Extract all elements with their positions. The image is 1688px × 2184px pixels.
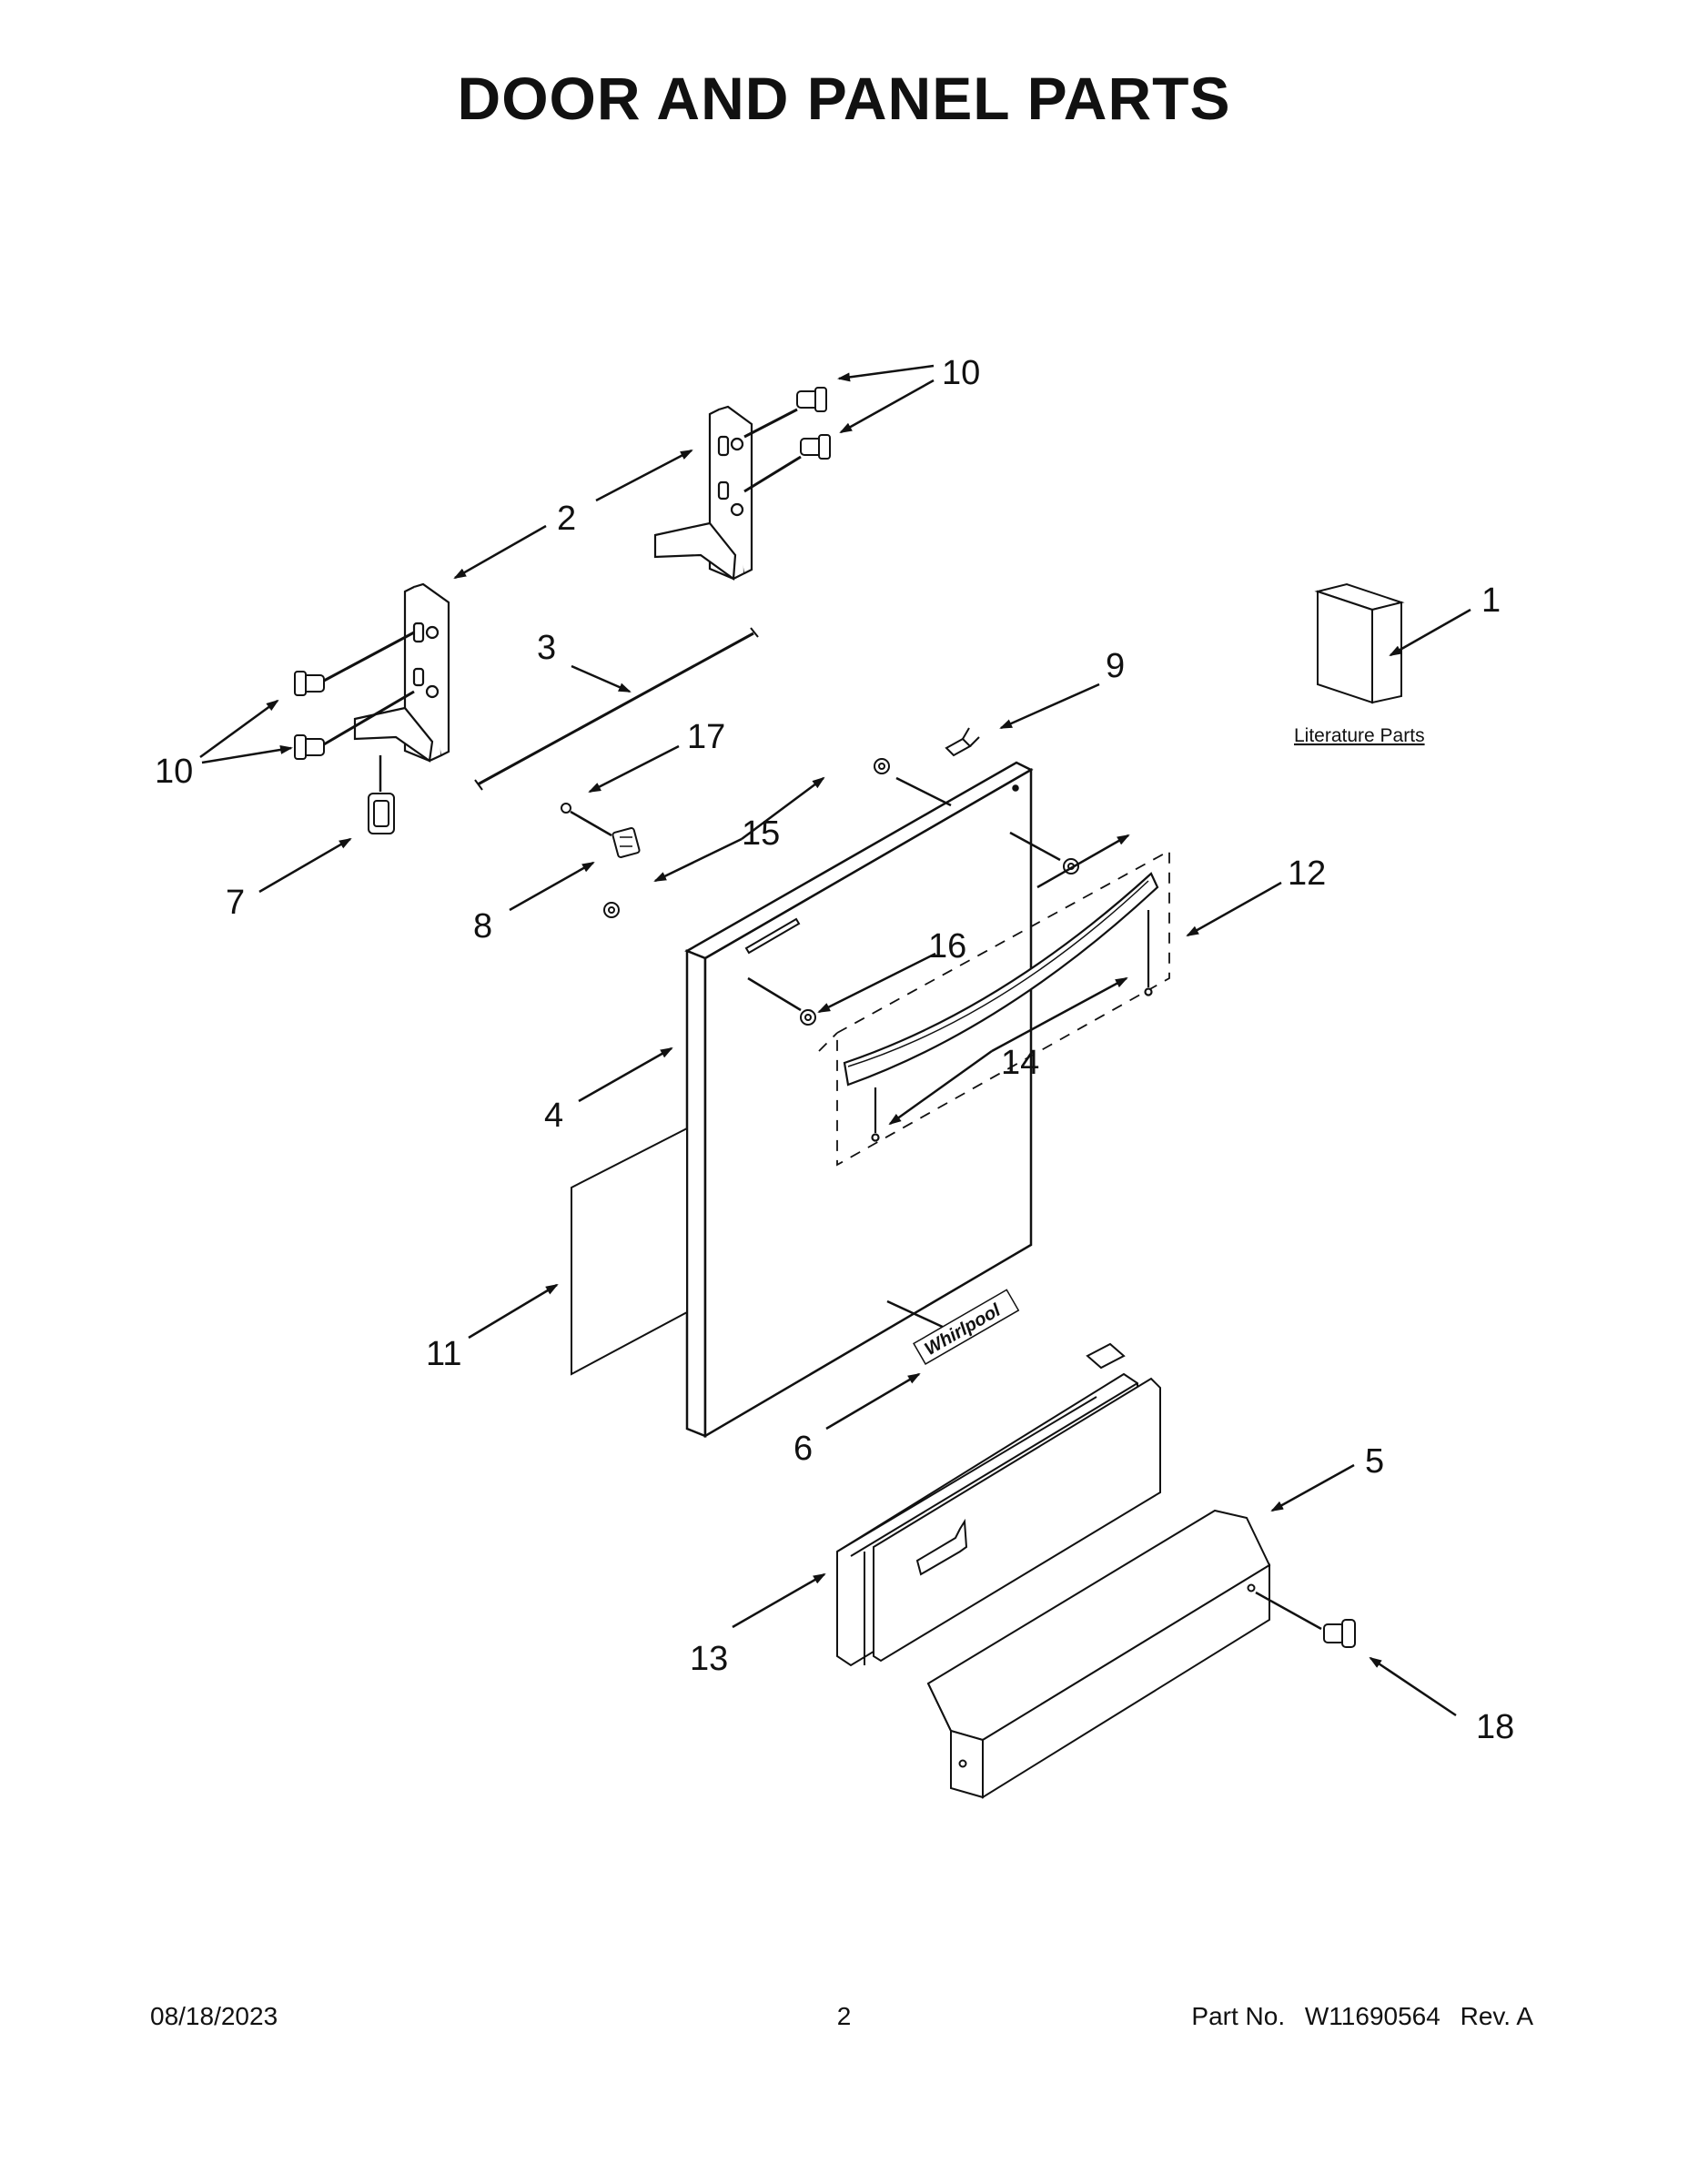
footer-revision: Rev. A [1460, 2002, 1533, 2030]
toe-panel-screw [1255, 1591, 1356, 1648]
door-handle [818, 849, 1170, 1167]
hinge-cap [368, 755, 395, 834]
inner-toe-panel [836, 1342, 1161, 1667]
callout-2: 2 [557, 500, 576, 538]
literature-parts-label: Literature Parts [1294, 725, 1425, 746]
hinge-screws-lower [294, 631, 415, 760]
callout-5: 5 [1365, 1442, 1384, 1481]
callout-11: 11 [426, 1335, 461, 1373]
toe-panel [926, 1509, 1271, 1799]
hinge-screws-upper [743, 387, 831, 493]
callout-7: 7 [226, 884, 245, 922]
hinge-bracket-upper [653, 405, 753, 581]
door-switch [945, 727, 980, 757]
callout-18: 18 [1476, 1708, 1514, 1746]
callout-17: 17 [687, 718, 725, 756]
hinge-bracket-lower [353, 582, 450, 763]
callout-9: 9 [1106, 647, 1125, 685]
callout-15: 15 [742, 814, 780, 853]
logo-text: Whirlpool [922, 1300, 1005, 1360]
door-washers [603, 758, 890, 918]
footer-page-number: 2 [836, 2002, 852, 2030]
callout-13: 13 [690, 1640, 728, 1678]
callout-8: 8 [473, 907, 492, 945]
callout-6: 6 [793, 1430, 813, 1468]
page-title: DOOR AND PANEL PARTS [457, 65, 1231, 132]
callout-4: 4 [544, 1097, 563, 1135]
footer-part-info: Part No. W11690564 Rev. A [1191, 2002, 1533, 2031]
outer-door-panel [684, 761, 1061, 1439]
footer-part-number: W11690564 [1304, 2002, 1440, 2030]
callout-10-upper: 10 [942, 354, 980, 392]
callout-arrows [199, 364, 1471, 1717]
callout-10-lower: 10 [155, 753, 193, 791]
door-latch [561, 803, 641, 858]
door-rod [474, 627, 759, 791]
footer-part-label: Part No. [1191, 2002, 1286, 2030]
callout-1: 1 [1481, 581, 1501, 620]
callout-12: 12 [1288, 854, 1326, 893]
callout-16: 16 [928, 927, 966, 966]
footer-date: 08/18/2023 [150, 2002, 278, 2030]
literature-parts-booklet [1314, 582, 1405, 704]
insulation-panel [571, 1127, 688, 1376]
callout-3: 3 [537, 629, 556, 667]
callout-14: 14 [1001, 1044, 1039, 1082]
